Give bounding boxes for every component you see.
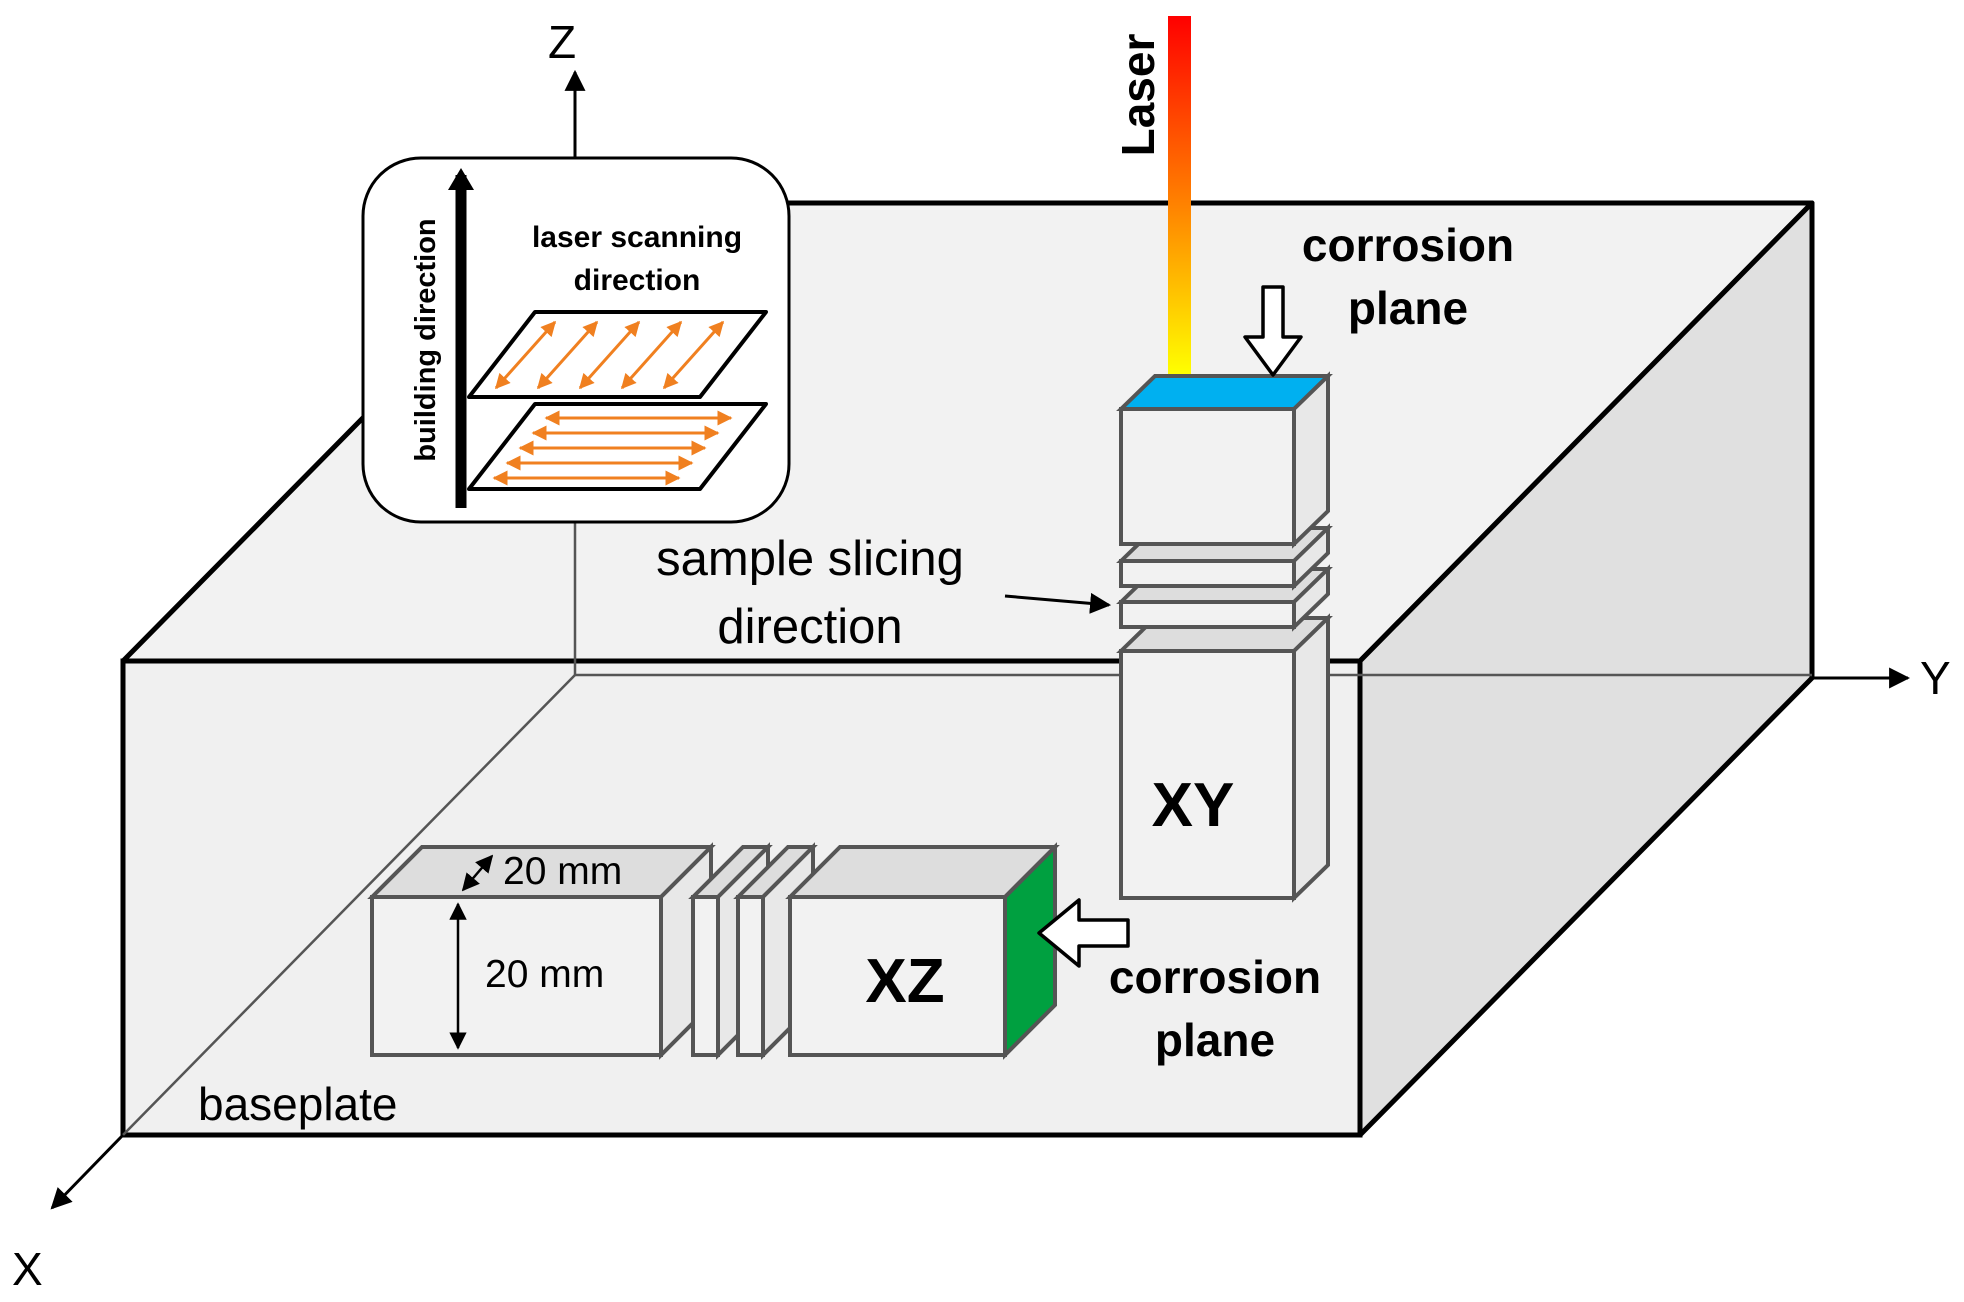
depth-dimension-label: 20 mm	[503, 850, 622, 893]
baseplate-label: baseplate	[198, 1078, 398, 1130]
xz-sample: XZ 20 mm 20 mm	[367, 842, 1060, 1060]
x-axis-label: X	[12, 1243, 43, 1295]
laser-beam: Laser	[1112, 16, 1191, 374]
xy-sample: XY	[1116, 371, 1333, 903]
xz-corrosion-label-line2: plane	[1155, 1014, 1275, 1066]
z-axis-label: Z	[548, 16, 576, 68]
scanning-direction-label-line1: laser scanning	[532, 221, 742, 254]
xz-corrosion-label-line1: corrosion	[1109, 951, 1321, 1003]
xy-sample-label: XY	[1152, 771, 1235, 840]
xy-corrosion-label-line2: plane	[1348, 282, 1468, 334]
coordinate-axes: Z Y X	[12, 16, 1951, 1295]
slicing-label-line2: direction	[717, 600, 902, 654]
building-direction-label: building direction	[410, 218, 442, 461]
xy-corrosion-arrow	[1243, 285, 1303, 377]
xz-corrosion-arrow	[1037, 898, 1130, 968]
y-axis-label: Y	[1920, 652, 1951, 704]
laser-label: Laser	[1112, 34, 1164, 157]
xy-corrosion-label-line1: corrosion	[1302, 219, 1514, 271]
xz-sample-label: XZ	[865, 947, 944, 1016]
slicing-direction-arrow	[1004, 592, 1112, 614]
scanning-direction-label-line2: direction	[574, 264, 701, 297]
depth-dimension-arrow	[461, 854, 494, 892]
slicing-label-line1: sample slicing	[656, 532, 964, 586]
scan-strategy-inset: building direction laser scanning direct…	[361, 156, 791, 524]
height-dimension-label: 20 mm	[485, 953, 604, 996]
